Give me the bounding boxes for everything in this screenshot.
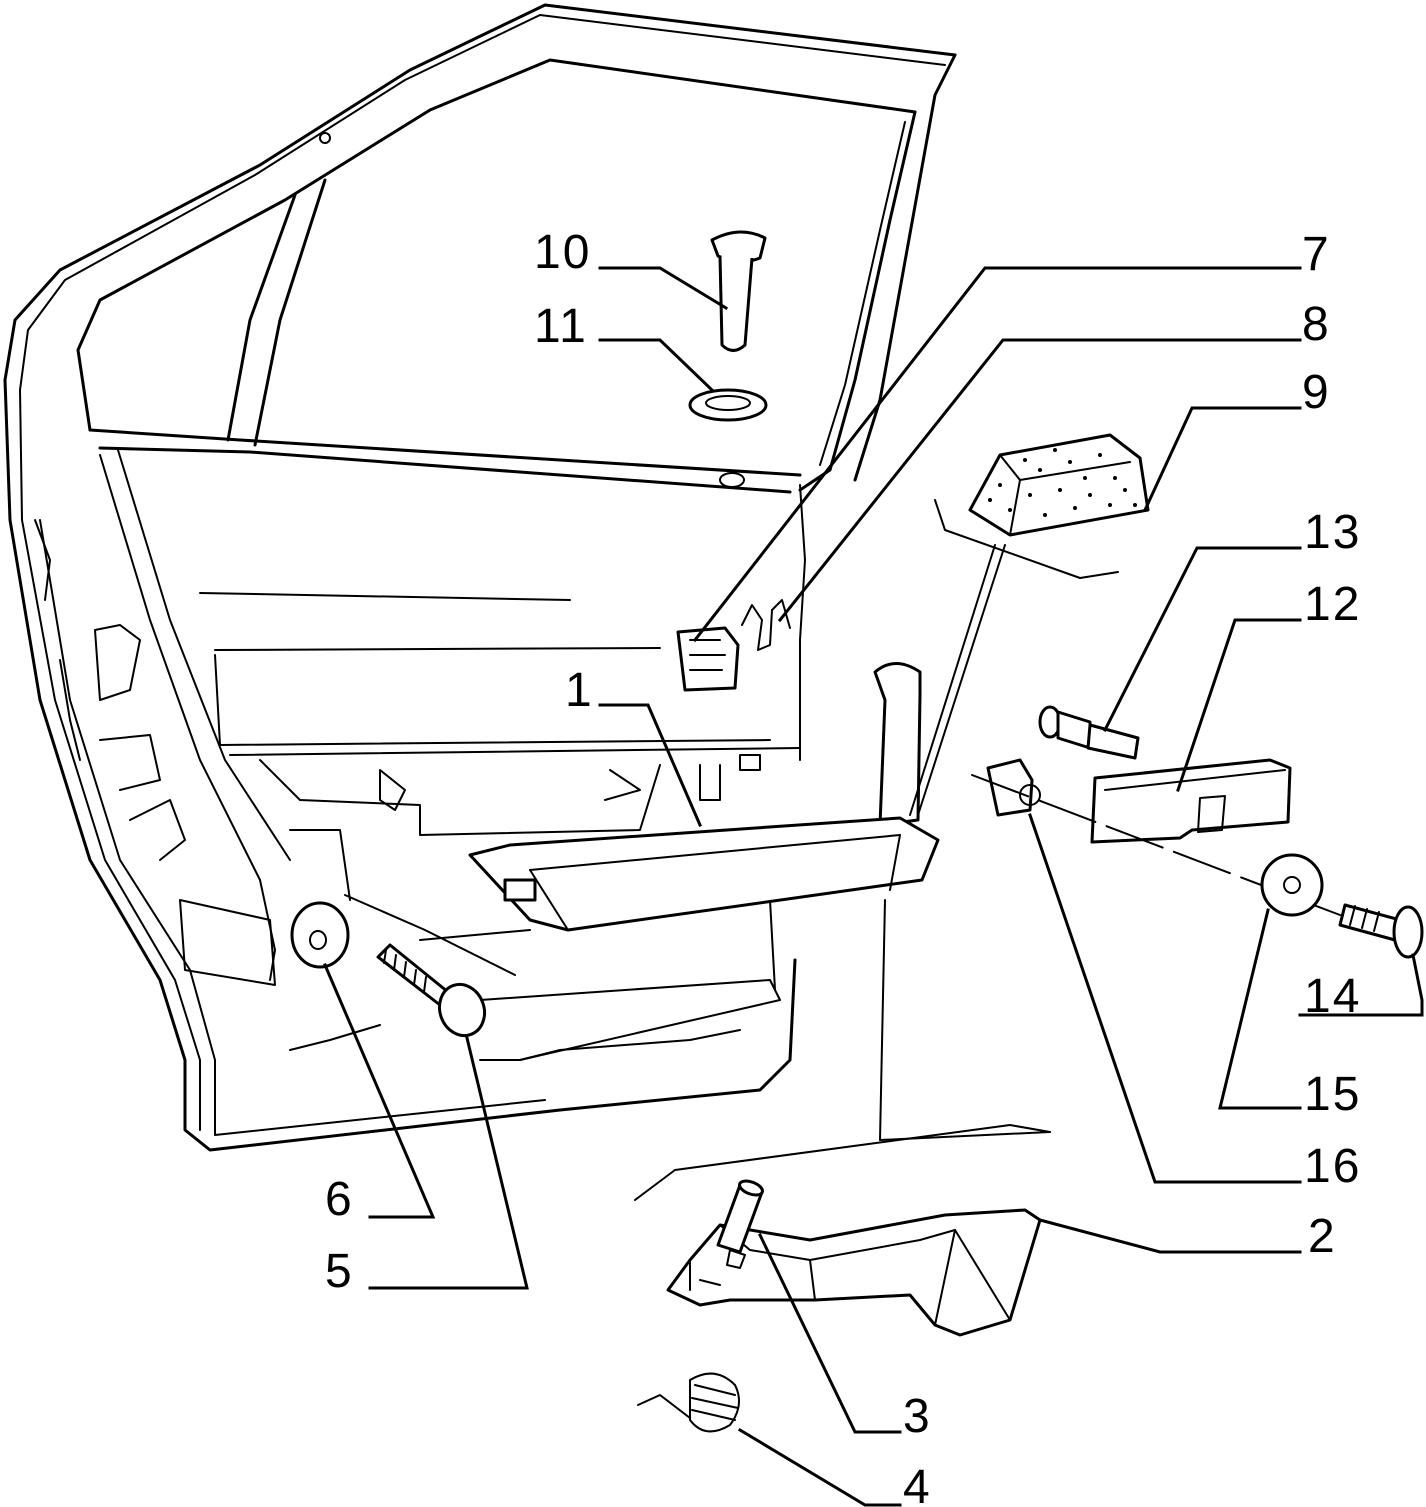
part-11-grommet bbox=[688, 388, 768, 422]
callout-4: 4 bbox=[903, 1461, 932, 1507]
callout-6: 6 bbox=[325, 1173, 354, 1226]
part-12-bracket bbox=[1090, 758, 1292, 844]
part-6-washer bbox=[290, 901, 350, 969]
part-10-lock-pin bbox=[710, 230, 767, 352]
callout-7: 7 bbox=[1302, 228, 1331, 281]
part-15-washer bbox=[1260, 853, 1324, 917]
leader-lines bbox=[323, 266, 1424, 1507]
callout-3: 3 bbox=[903, 1390, 932, 1443]
part-5-screw bbox=[376, 943, 487, 1038]
part-7-clip bbox=[676, 626, 740, 692]
door-frame-drawing bbox=[3, 3, 957, 1152]
callout-8: 8 bbox=[1302, 298, 1331, 351]
part-16-nut bbox=[986, 758, 1041, 817]
callout-11: 11 bbox=[534, 300, 588, 353]
callout-10: 10 bbox=[534, 226, 591, 279]
callout-5: 5 bbox=[325, 1245, 354, 1298]
part-3-pin bbox=[716, 1179, 764, 1254]
part-4-spring bbox=[637, 1372, 740, 1433]
callout-14: 14 bbox=[1304, 970, 1361, 1023]
part-9-foam-pad bbox=[934, 433, 1150, 579]
callout-2: 2 bbox=[1308, 1210, 1337, 1263]
callout-16: 16 bbox=[1304, 1140, 1361, 1193]
part-13-stud bbox=[1038, 705, 1140, 760]
callout-15: 15 bbox=[1304, 1068, 1361, 1121]
part-1-armrest bbox=[344, 662, 940, 976]
callout-9: 9 bbox=[1302, 366, 1331, 419]
callout-13: 13 bbox=[1304, 506, 1361, 559]
part-14-screw bbox=[1338, 903, 1424, 959]
callout-1: 1 bbox=[565, 664, 594, 717]
part-8-spring-wire bbox=[741, 599, 791, 651]
callout-12: 12 bbox=[1304, 578, 1361, 631]
callout-labels: 10 11 7 8 9 13 12 1 14 15 16 2 6 5 3 4 bbox=[325, 226, 1361, 1507]
